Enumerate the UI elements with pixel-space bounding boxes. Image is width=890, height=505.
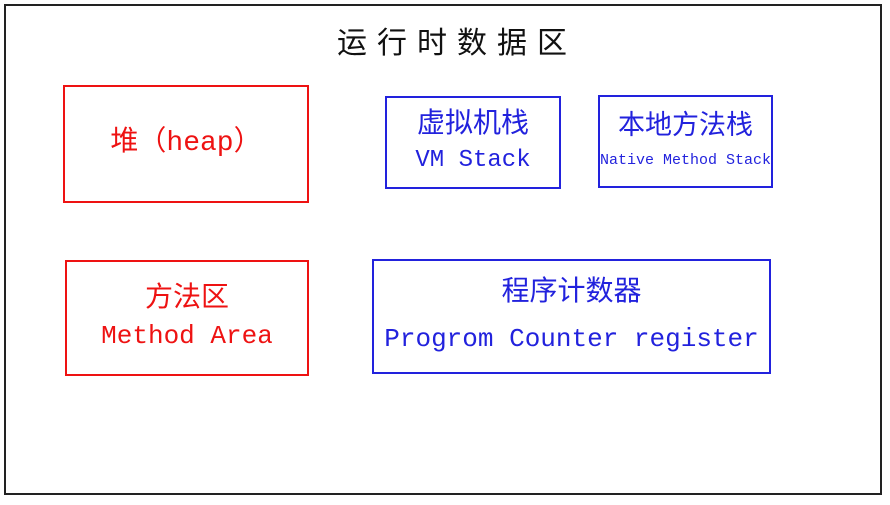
method-area-label-en: Method Area	[101, 321, 273, 352]
vm-stack-label-cn: 虚拟机栈	[416, 110, 529, 142]
pc-register-box: 程序计数器 Progrom Counter register	[372, 259, 771, 374]
diagram-frame	[4, 4, 882, 495]
pc-register-label-cn: 程序计数器	[501, 278, 642, 310]
native-method-stack-box: 本地方法栈 Native Method Stack	[598, 95, 773, 188]
heap-label: 堆（heap）	[110, 127, 262, 159]
diagram-title: 运行时数据区	[337, 27, 577, 60]
vm-stack-box: 虚拟机栈 VM Stack	[385, 96, 561, 189]
native-method-stack-label-cn: 本地方法栈	[618, 113, 753, 144]
vm-stack-label-en: VM Stack	[415, 147, 531, 175]
pc-register-label-en: Progrom Counter register	[384, 323, 759, 354]
native-method-stack-label-en: Native Method Stack	[599, 152, 772, 170]
method-area-box: 方法区 Method Area	[65, 260, 309, 376]
heap-box: 堆（heap）	[63, 85, 309, 203]
method-area-label-cn: 方法区	[144, 283, 229, 315]
